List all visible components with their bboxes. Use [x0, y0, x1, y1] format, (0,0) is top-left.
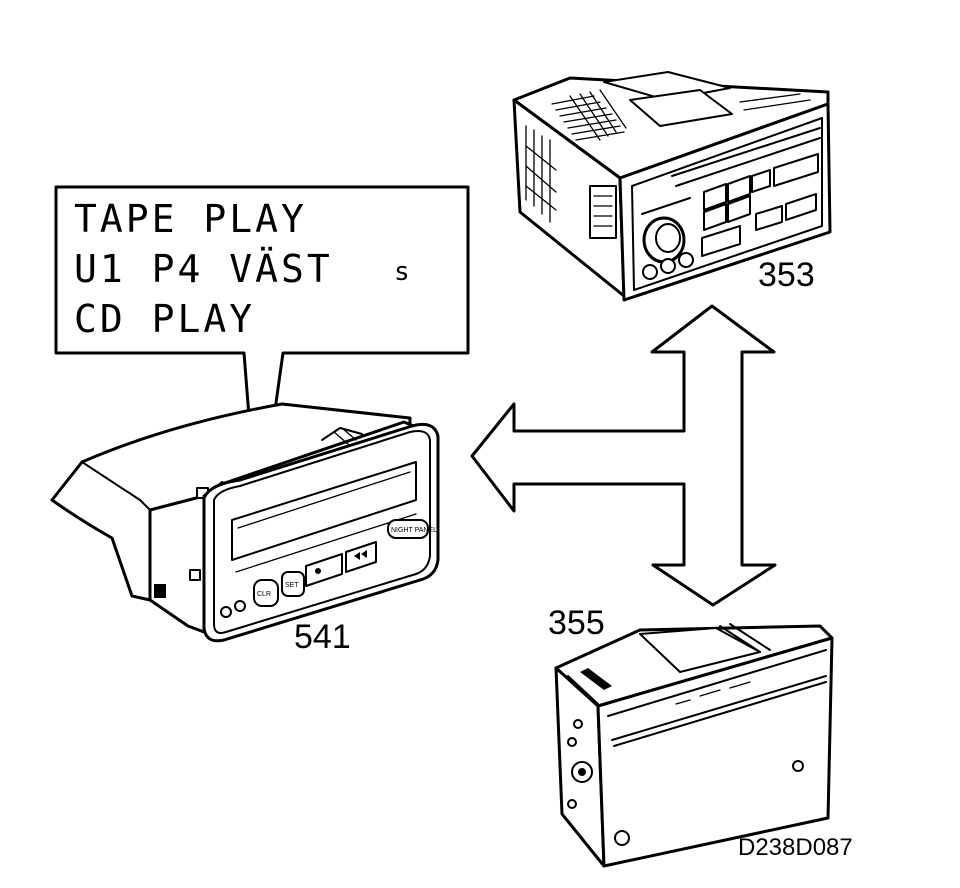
info-display-unit: CLR SET NIGHT PANEL — [50, 402, 440, 643]
night-panel-button[interactable] — [387, 519, 429, 539]
forward-button[interactable] — [345, 541, 377, 573]
label-355: 355 — [548, 604, 605, 642]
set-button[interactable] — [281, 571, 305, 597]
figure-code: D238D087 — [738, 834, 853, 861]
display-callout: TAPE PLAY U1 P4 VÄST s CD PLAY — [54, 185, 470, 533]
radio-unit — [512, 71, 832, 302]
set-button-label: SET — [285, 582, 299, 589]
rewind-button[interactable] — [305, 553, 343, 587]
side-perforations — [525, 125, 617, 239]
small-knob-3-icon — [678, 252, 694, 268]
display-line-2: U1 P4 VÄST — [74, 247, 333, 291]
small-knob-1-icon — [642, 264, 658, 280]
knob-left-icon — [220, 606, 232, 618]
preset-buttons — [701, 153, 819, 257]
cd-changer — [554, 623, 834, 868]
knob-right-icon — [234, 600, 246, 612]
clr-button[interactable] — [253, 579, 279, 607]
dot-icon — [315, 568, 321, 574]
display-line-3: CD PLAY — [74, 297, 255, 341]
night-panel-label: NIGHT PANEL — [391, 527, 437, 534]
vent-pattern — [551, 89, 811, 141]
clr-button-label: CLR — [257, 591, 271, 598]
small-knob-2-icon — [660, 258, 676, 274]
fast-forward-icon — [354, 550, 367, 560]
display-line-2-flag: s — [394, 257, 410, 287]
signal-arrows — [470, 304, 777, 607]
display-line-1: TAPE PLAY — [74, 197, 307, 241]
label-353: 353 — [758, 256, 815, 294]
label-541: 541 — [294, 618, 351, 656]
